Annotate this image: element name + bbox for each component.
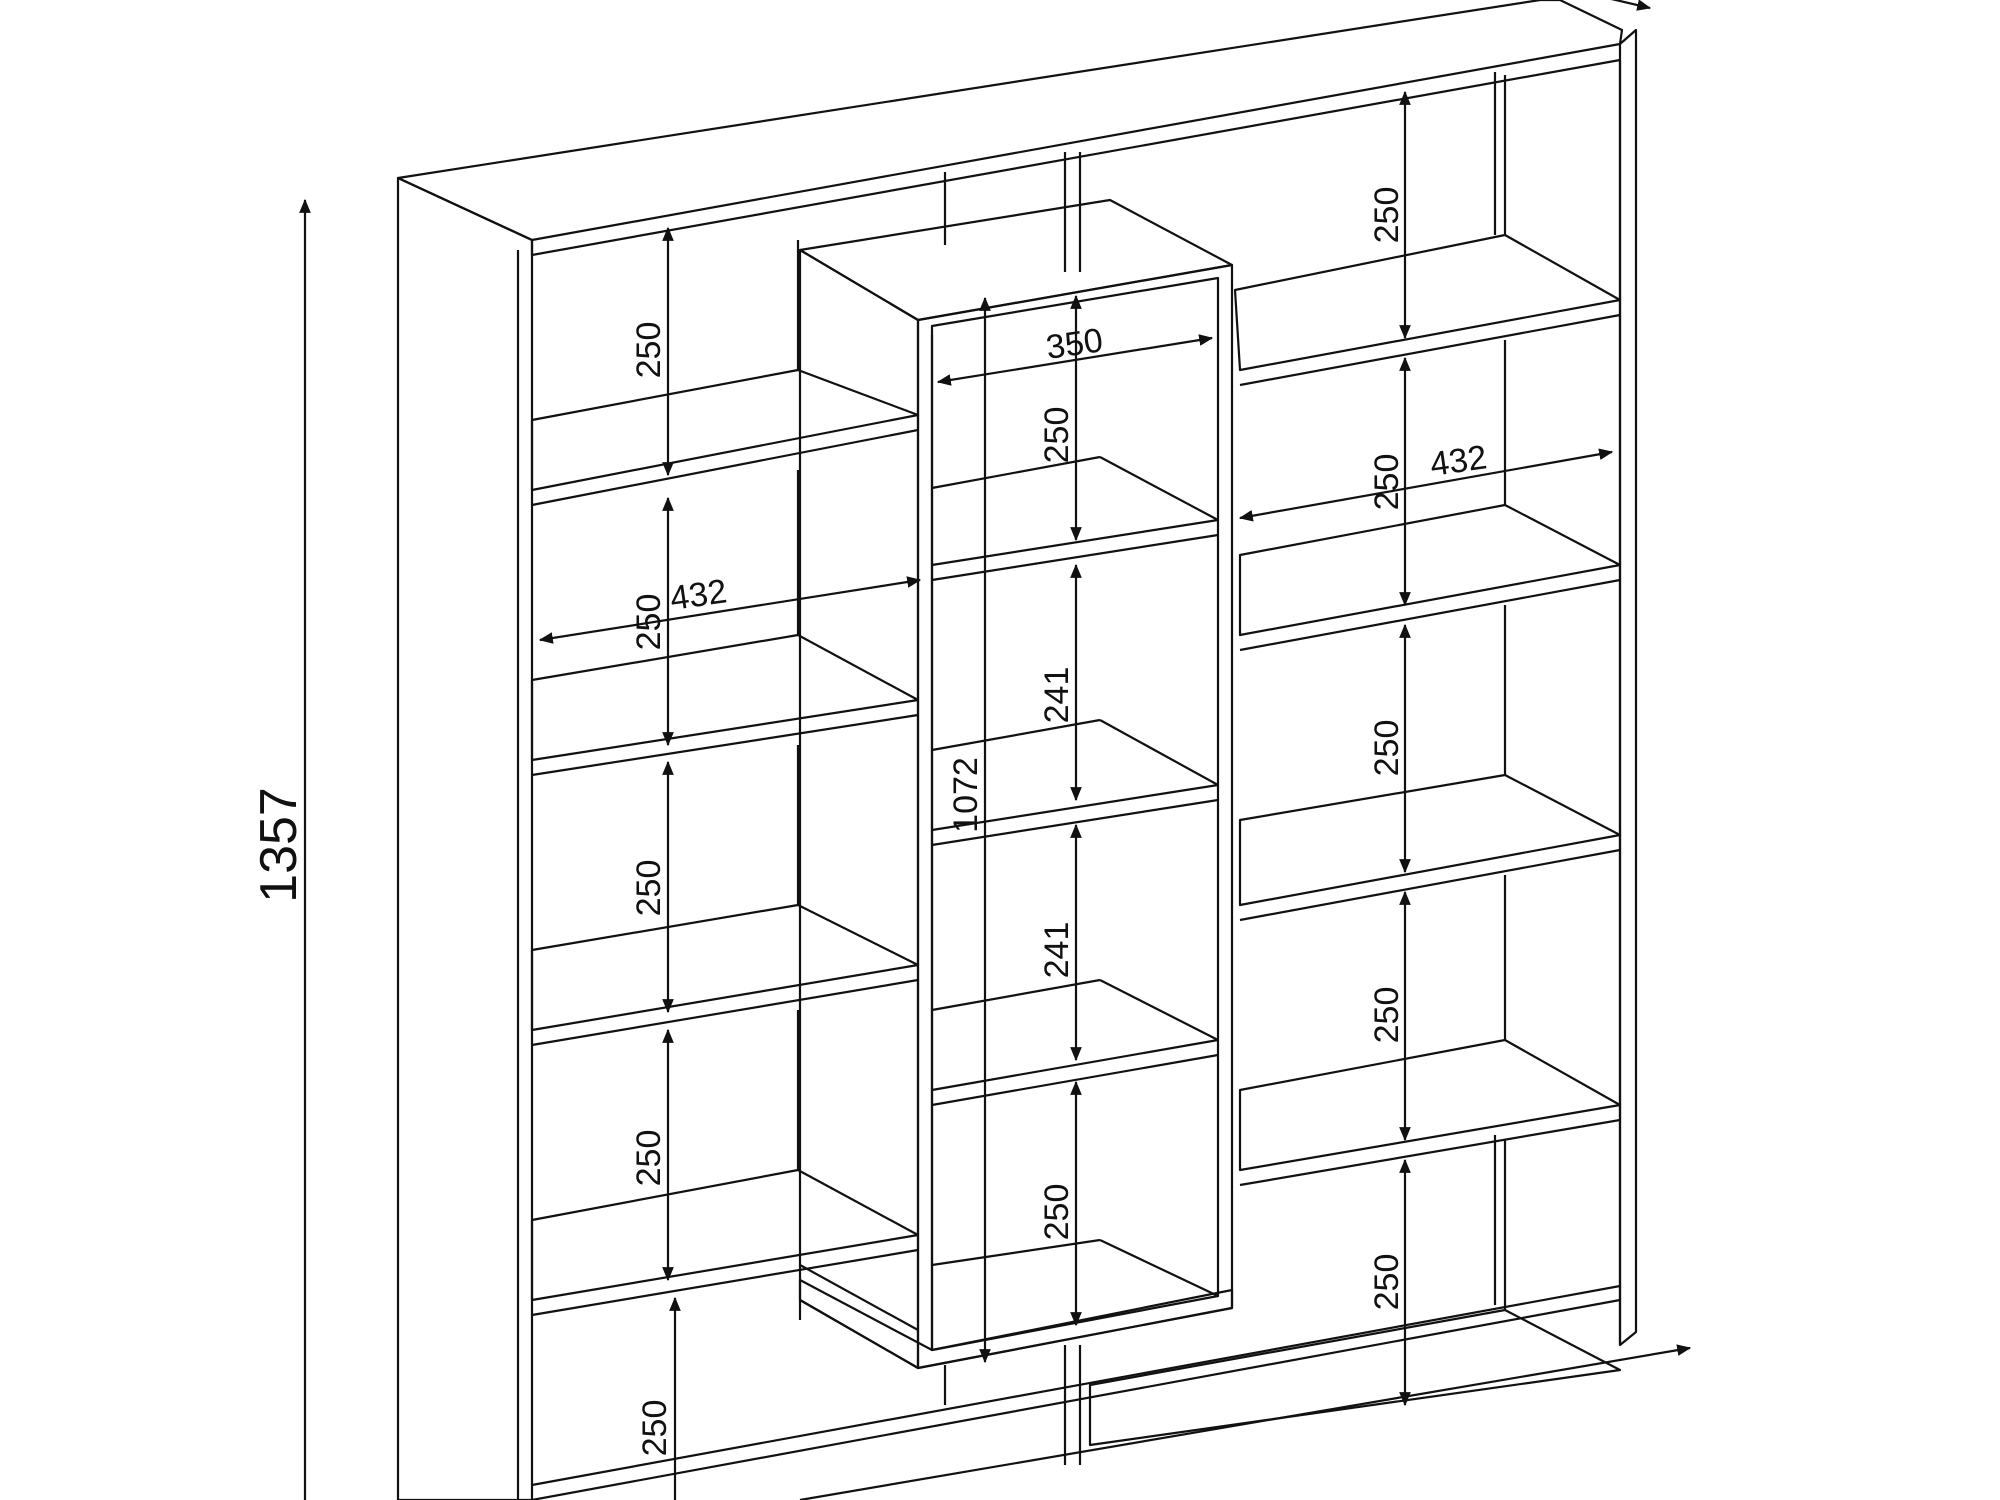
center-shelf-1-side bbox=[1099, 456, 1219, 521]
center-bottom-side bbox=[1099, 1239, 1219, 1297]
right-shelf-1 bbox=[1233, 233, 1622, 372]
overall-height-label: 1357 bbox=[250, 787, 308, 903]
right-shelf-2 bbox=[1238, 503, 1622, 637]
dimension-labels: 1357 250 250 250 250 250 432 1072 350 25… bbox=[250, 187, 1489, 1457]
left-shelf-4-front bbox=[531, 1248, 919, 1317]
left-side-panel bbox=[396, 176, 534, 1500]
left-shelf-4 bbox=[530, 1168, 920, 1302]
top-depth-arrow bbox=[1610, 0, 1652, 11]
center-shelf-height-label-1: 250 bbox=[1038, 407, 1076, 464]
left-shelf-height-label-3: 250 bbox=[630, 860, 668, 917]
left-shelf-height-label-5: 250 bbox=[636, 1400, 674, 1457]
right-shelves bbox=[1088, 75, 1622, 1447]
center-shelf-height-label-4: 250 bbox=[1038, 1184, 1076, 1241]
right-shelf-2-front bbox=[1239, 578, 1621, 652]
center-shelf-2-depth bbox=[931, 718, 1101, 752]
center-unit bbox=[798, 198, 1234, 1370]
left-shelf-3-front bbox=[531, 978, 919, 1047]
bookshelf-body bbox=[396, 0, 1638, 1500]
right-shelf-4 bbox=[1238, 1038, 1622, 1172]
left-shelf-height-label-4: 250 bbox=[630, 1130, 668, 1187]
bottom-panel-edge bbox=[531, 1298, 1621, 1500]
right-shelf-4-front bbox=[1239, 1118, 1621, 1187]
top-panel-front-edge bbox=[531, 58, 1621, 257]
right-shelf-height-label-2: 250 bbox=[1368, 454, 1406, 511]
right-side-panel bbox=[1618, 28, 1638, 1347]
left-shelves bbox=[530, 240, 920, 1317]
right-shelf-1-front bbox=[1239, 313, 1621, 387]
center-shelf-3-depth bbox=[931, 978, 1101, 1012]
center-height-label: 1072 bbox=[947, 757, 985, 833]
center-left-back-line bbox=[799, 1264, 919, 1331]
bottom-panel-edge-2 bbox=[531, 1284, 1621, 1487]
center-bottom bbox=[798, 1278, 1234, 1370]
right-shelf-5 bbox=[1088, 1308, 1622, 1447]
left-shelf-1 bbox=[530, 368, 920, 492]
right-shelf-height-label-5: 250 bbox=[1368, 1254, 1406, 1311]
top-panel bbox=[396, 0, 1624, 242]
right-shelf-height-label-1: 250 bbox=[1368, 187, 1406, 244]
right-width-arrow bbox=[1238, 448, 1614, 522]
right-shelf-3-front bbox=[1239, 848, 1621, 922]
center-width-label: 350 bbox=[1044, 321, 1105, 367]
center-shelf-3-side bbox=[1099, 979, 1219, 1041]
right-shelf-3 bbox=[1238, 773, 1622, 907]
left-shelf-3 bbox=[530, 903, 920, 1032]
center-shelf-height-label-2: 241 bbox=[1038, 667, 1076, 724]
right-shelf-height-label-4: 250 bbox=[1368, 987, 1406, 1044]
center-bottom-depth bbox=[931, 1238, 1101, 1267]
bottom-width-arrow bbox=[799, 1344, 1692, 1500]
left-width-arrow bbox=[538, 576, 922, 644]
left-width-label: 432 bbox=[668, 572, 729, 618]
right-width-label: 432 bbox=[1428, 438, 1489, 484]
left-shelf-height-label-2: 250 bbox=[630, 594, 668, 651]
left-shelf-2 bbox=[530, 633, 920, 762]
left-shelf-height-label-1: 250 bbox=[630, 322, 668, 379]
center-shelf-2-side bbox=[1099, 719, 1219, 786]
center-shelf-height-label-3: 241 bbox=[1038, 922, 1076, 979]
right-shelf-height-label-3: 250 bbox=[1368, 720, 1406, 777]
left-shelf-1-front bbox=[531, 428, 919, 507]
dimension-lines bbox=[299, 0, 1692, 1500]
left-shelf-2-front bbox=[531, 713, 919, 777]
